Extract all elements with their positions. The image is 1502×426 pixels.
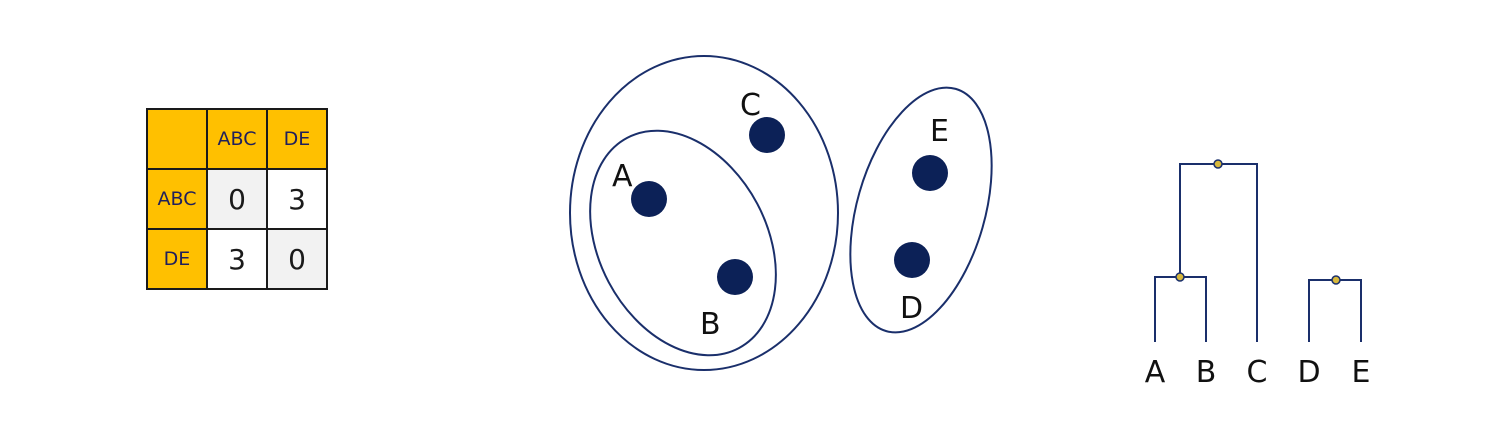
point-b [717, 259, 753, 295]
cluster-outline-de [849, 86, 993, 334]
distance-matrix: ABC DE ABC 0 3 DE 3 0 [146, 108, 328, 290]
matrix-cell-abc-de: 3 [266, 168, 328, 230]
cluster-outline-abc [569, 55, 839, 371]
dendrogram [1154, 163, 1362, 342]
point-c [749, 117, 785, 153]
point-e [912, 155, 948, 191]
matrix-cell-de-de: 0 [266, 228, 328, 290]
point-label-b: B [700, 307, 721, 342]
dendrogram-node-de [1331, 275, 1341, 285]
dendrogram-branch-de [1308, 279, 1362, 342]
dendrogram-leaf-b: B [1196, 355, 1217, 390]
dendrogram-node-abc [1213, 159, 1223, 169]
dendrogram-branch-ab [1154, 276, 1207, 342]
matrix-row-de: DE 3 0 [146, 228, 328, 290]
cluster-outline-ab [589, 129, 777, 357]
dendrogram-node-ab [1175, 272, 1185, 282]
dendrogram-leaf-c: C [1247, 355, 1268, 390]
matrix-row-header-abc: ABC [146, 168, 208, 230]
dendrogram-branch-abc [1179, 163, 1258, 342]
point-label-c: C [740, 88, 761, 123]
dendrogram-leaf-a: A [1145, 355, 1166, 390]
point-label-a: A [612, 159, 633, 194]
point-label-d: D [900, 291, 923, 326]
matrix-cell-de-abc: 3 [206, 228, 268, 290]
matrix-header-row: ABC DE [146, 108, 328, 170]
matrix-col-header-abc: ABC [206, 108, 268, 170]
matrix-row-abc: ABC 0 3 [146, 168, 328, 230]
point-d [894, 242, 930, 278]
point-label-e: E [930, 114, 949, 149]
matrix-row-header-de: DE [146, 228, 208, 290]
dendrogram-leaf-d: D [1297, 355, 1320, 390]
dendrogram-leaf-e: E [1352, 355, 1371, 390]
matrix-corner-cell [146, 108, 208, 170]
point-a [631, 181, 667, 217]
matrix-cell-abc-abc: 0 [206, 168, 268, 230]
matrix-col-header-de: DE [266, 108, 328, 170]
